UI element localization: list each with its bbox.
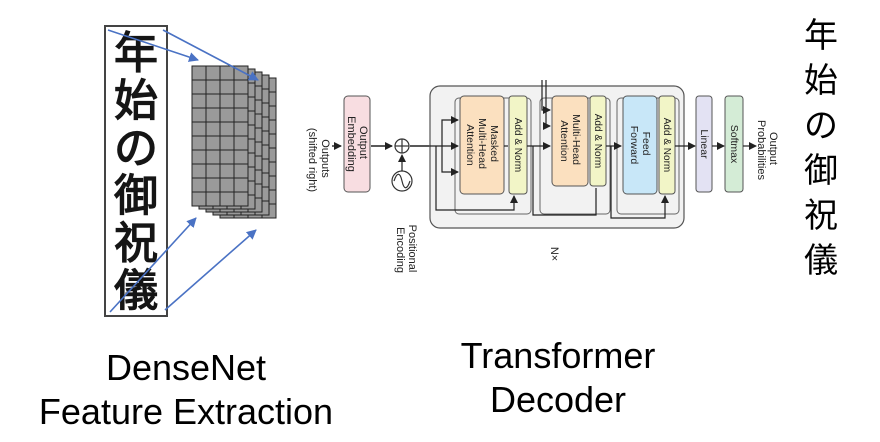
feature-cell xyxy=(219,135,235,151)
transformer-caption-line: Transformer xyxy=(460,335,656,376)
feature-cell xyxy=(191,191,207,207)
feature-cell xyxy=(233,149,249,165)
positional-encoding-label: Positional Encoding xyxy=(394,225,418,276)
feature-cell xyxy=(219,93,235,109)
repeat-label: N× xyxy=(548,247,560,261)
input-char: 儀 xyxy=(113,266,158,317)
softmax-label: Softmax xyxy=(728,125,740,164)
feature-cell xyxy=(233,177,249,193)
feature-cell xyxy=(219,107,235,123)
projection-arrow xyxy=(109,217,197,313)
add-norm-box-3 xyxy=(658,95,676,195)
feature-cell xyxy=(191,177,207,193)
projection-arrow xyxy=(162,29,259,81)
feature-cell xyxy=(205,79,221,95)
masked-attention-box xyxy=(459,95,505,195)
densenet-caption-line: Feature Extraction xyxy=(38,391,334,432)
feature-cell xyxy=(205,121,221,137)
linear-box xyxy=(695,95,713,193)
output-embedding-box xyxy=(343,95,371,193)
feature-cell xyxy=(233,191,249,207)
output-embedding-label: Output Embedding xyxy=(345,116,369,172)
feature-cell xyxy=(191,163,207,179)
feature-cell xyxy=(191,79,207,95)
projection-arrow xyxy=(107,29,199,62)
feed-forward-box xyxy=(622,95,658,195)
masked-attention-label: Masked Multi-Head Attention xyxy=(464,118,500,172)
output-char: の xyxy=(804,106,838,146)
input-char: 祝 xyxy=(114,218,158,269)
output-char: 始 xyxy=(804,61,838,101)
input-char: 御 xyxy=(113,171,158,222)
positional-encoding-icon xyxy=(391,154,413,192)
linear-label: Linear xyxy=(698,129,710,159)
feature-cell xyxy=(233,121,249,137)
cross-attention-box xyxy=(551,95,589,187)
feature-cell xyxy=(233,107,249,123)
add-norm-box-2 xyxy=(589,95,607,187)
output-char: 御 xyxy=(804,151,838,191)
projection-arrow xyxy=(164,229,257,311)
feature-cell xyxy=(219,149,235,165)
feature-cell xyxy=(233,93,249,109)
feature-cell xyxy=(205,65,221,81)
transformer-decoder: Outputs (shifted right) Output Embedding… xyxy=(306,80,779,276)
sum-icon xyxy=(394,138,410,154)
feature-cell xyxy=(191,135,207,151)
feed-forward-label: Feed Forward xyxy=(628,126,652,165)
output-text: 年 始 の 御 祝 儀 xyxy=(786,14,856,284)
feature-cell xyxy=(219,177,235,193)
feature-cell xyxy=(191,149,207,165)
densenet-caption: DenseNet Feature Extraction xyxy=(0,346,372,434)
feature-cell xyxy=(191,107,207,123)
transformer-caption-line: Decoder xyxy=(489,379,627,420)
softmax-box xyxy=(724,95,744,193)
cross-attention-label: Multi-Head Attention xyxy=(558,114,582,168)
add-norm-label-2: Add & Norm xyxy=(592,114,603,168)
feature-cell xyxy=(219,163,235,179)
feature-cell xyxy=(219,121,235,137)
add-norm-box-1 xyxy=(508,95,528,195)
transformer-caption: Transformer Decoder xyxy=(398,334,718,422)
feature-cell xyxy=(205,93,221,109)
input-char: 年 xyxy=(114,28,158,79)
output-char: 祝 xyxy=(804,196,838,236)
feature-cell xyxy=(205,135,221,151)
decoder-connections xyxy=(430,80,696,219)
feature-cell xyxy=(219,191,235,207)
feature-cell xyxy=(191,93,207,109)
output-probabilities-label: Output Probabilities xyxy=(755,120,779,180)
outputs-label: Outputs (shifted right) xyxy=(306,128,331,192)
input-char: 始 xyxy=(114,76,158,127)
feature-cell xyxy=(191,65,207,81)
output-char: 年 xyxy=(804,16,838,56)
feature-map-stack xyxy=(191,65,277,219)
feature-cell xyxy=(233,135,249,151)
feature-map-layer xyxy=(191,65,249,207)
feature-cell xyxy=(205,107,221,123)
feature-cell xyxy=(233,79,249,95)
feature-cell xyxy=(205,163,221,179)
feature-cell xyxy=(205,149,221,165)
feature-projection-arrows xyxy=(107,29,259,313)
output-char: 儀 xyxy=(804,241,838,281)
densenet-caption-line: DenseNet xyxy=(105,347,267,388)
add-norm-label-1: Add & Norm xyxy=(512,118,523,172)
input-char: の xyxy=(114,123,158,174)
feature-cell xyxy=(219,65,235,81)
feature-cell xyxy=(191,121,207,137)
feature-cell xyxy=(205,191,221,207)
feature-cell xyxy=(233,163,249,179)
add-norm-label-3: Add & Norm xyxy=(661,118,672,172)
feature-cell xyxy=(205,177,221,193)
feature-cell xyxy=(219,79,235,95)
